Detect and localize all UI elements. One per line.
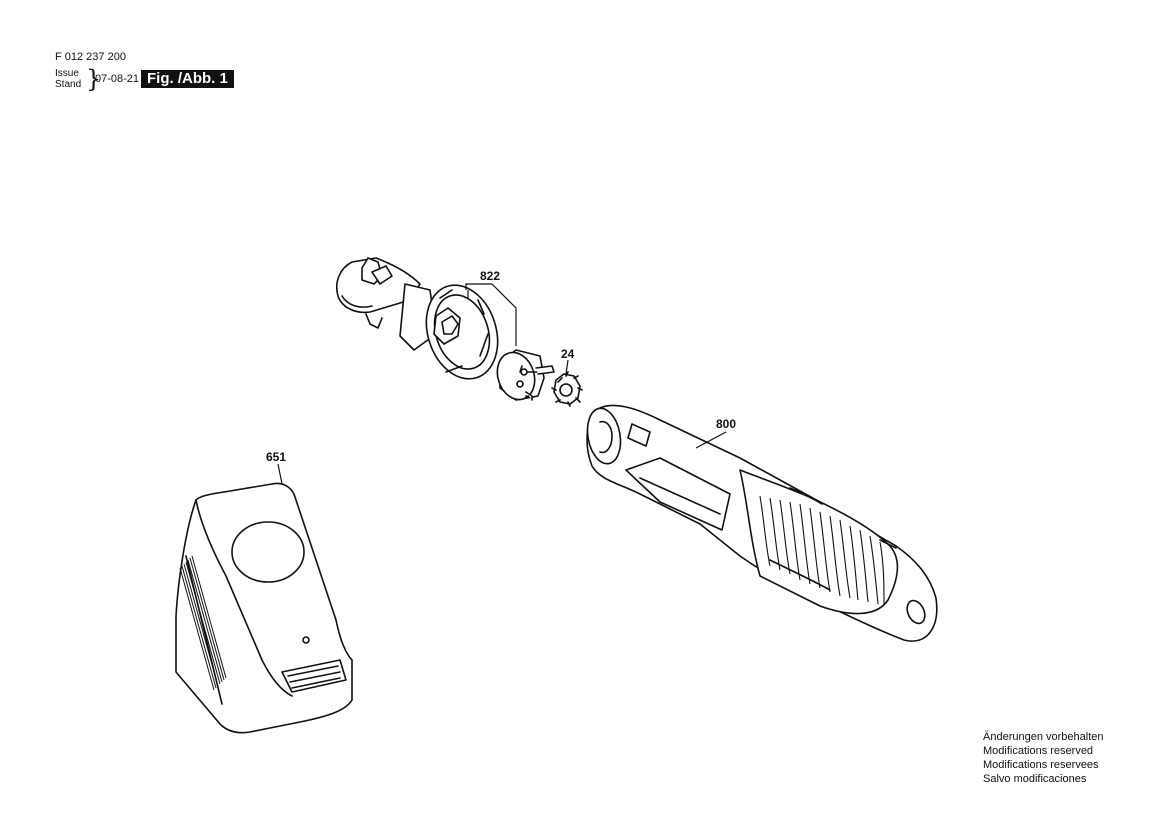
- leader-lines: [277, 283, 727, 485]
- footer-line-fr: Modifications reservees: [983, 759, 1099, 771]
- gear-carrier-part: [496, 349, 555, 401]
- callout-651: 651: [266, 450, 286, 464]
- issue-row: Issue Stand } 07-08-21 Fig. /Abb. 1: [55, 66, 245, 94]
- gear-part: [551, 371, 583, 407]
- part-number: F 012 237 200: [55, 51, 126, 63]
- charger-part: [175, 482, 353, 734]
- issue-label: Issue: [55, 68, 79, 79]
- ratchet-head-part: [336, 257, 499, 380]
- stand-label: Stand: [55, 79, 82, 90]
- grip-ribbing: [759, 495, 885, 605]
- footer-line-es: Salvo modificaciones: [983, 773, 1087, 785]
- footer-line-de: Änderungen vorbehalten: [983, 731, 1104, 743]
- header: F 012 237 200 Issue Stand } 07-08-21 Fig…: [55, 51, 234, 91]
- charger-ribbing: [179, 555, 227, 691]
- footer-line-en: Modifications reserved: [983, 745, 1094, 757]
- footer-notice: Änderungen vorbehalten Modifications res…: [983, 730, 1103, 786]
- issue-date: 07-08-21: [95, 73, 140, 85]
- callout-800: 800: [716, 417, 736, 431]
- callout-822: 822: [480, 269, 500, 283]
- brace-icon: }: [86, 65, 102, 93]
- tool-body-part: [586, 404, 938, 642]
- issue-labels: Issue Stand: [55, 68, 81, 90]
- figure-label: Fig. /Abb. 1: [141, 70, 234, 88]
- callout-24: 24: [561, 347, 575, 361]
